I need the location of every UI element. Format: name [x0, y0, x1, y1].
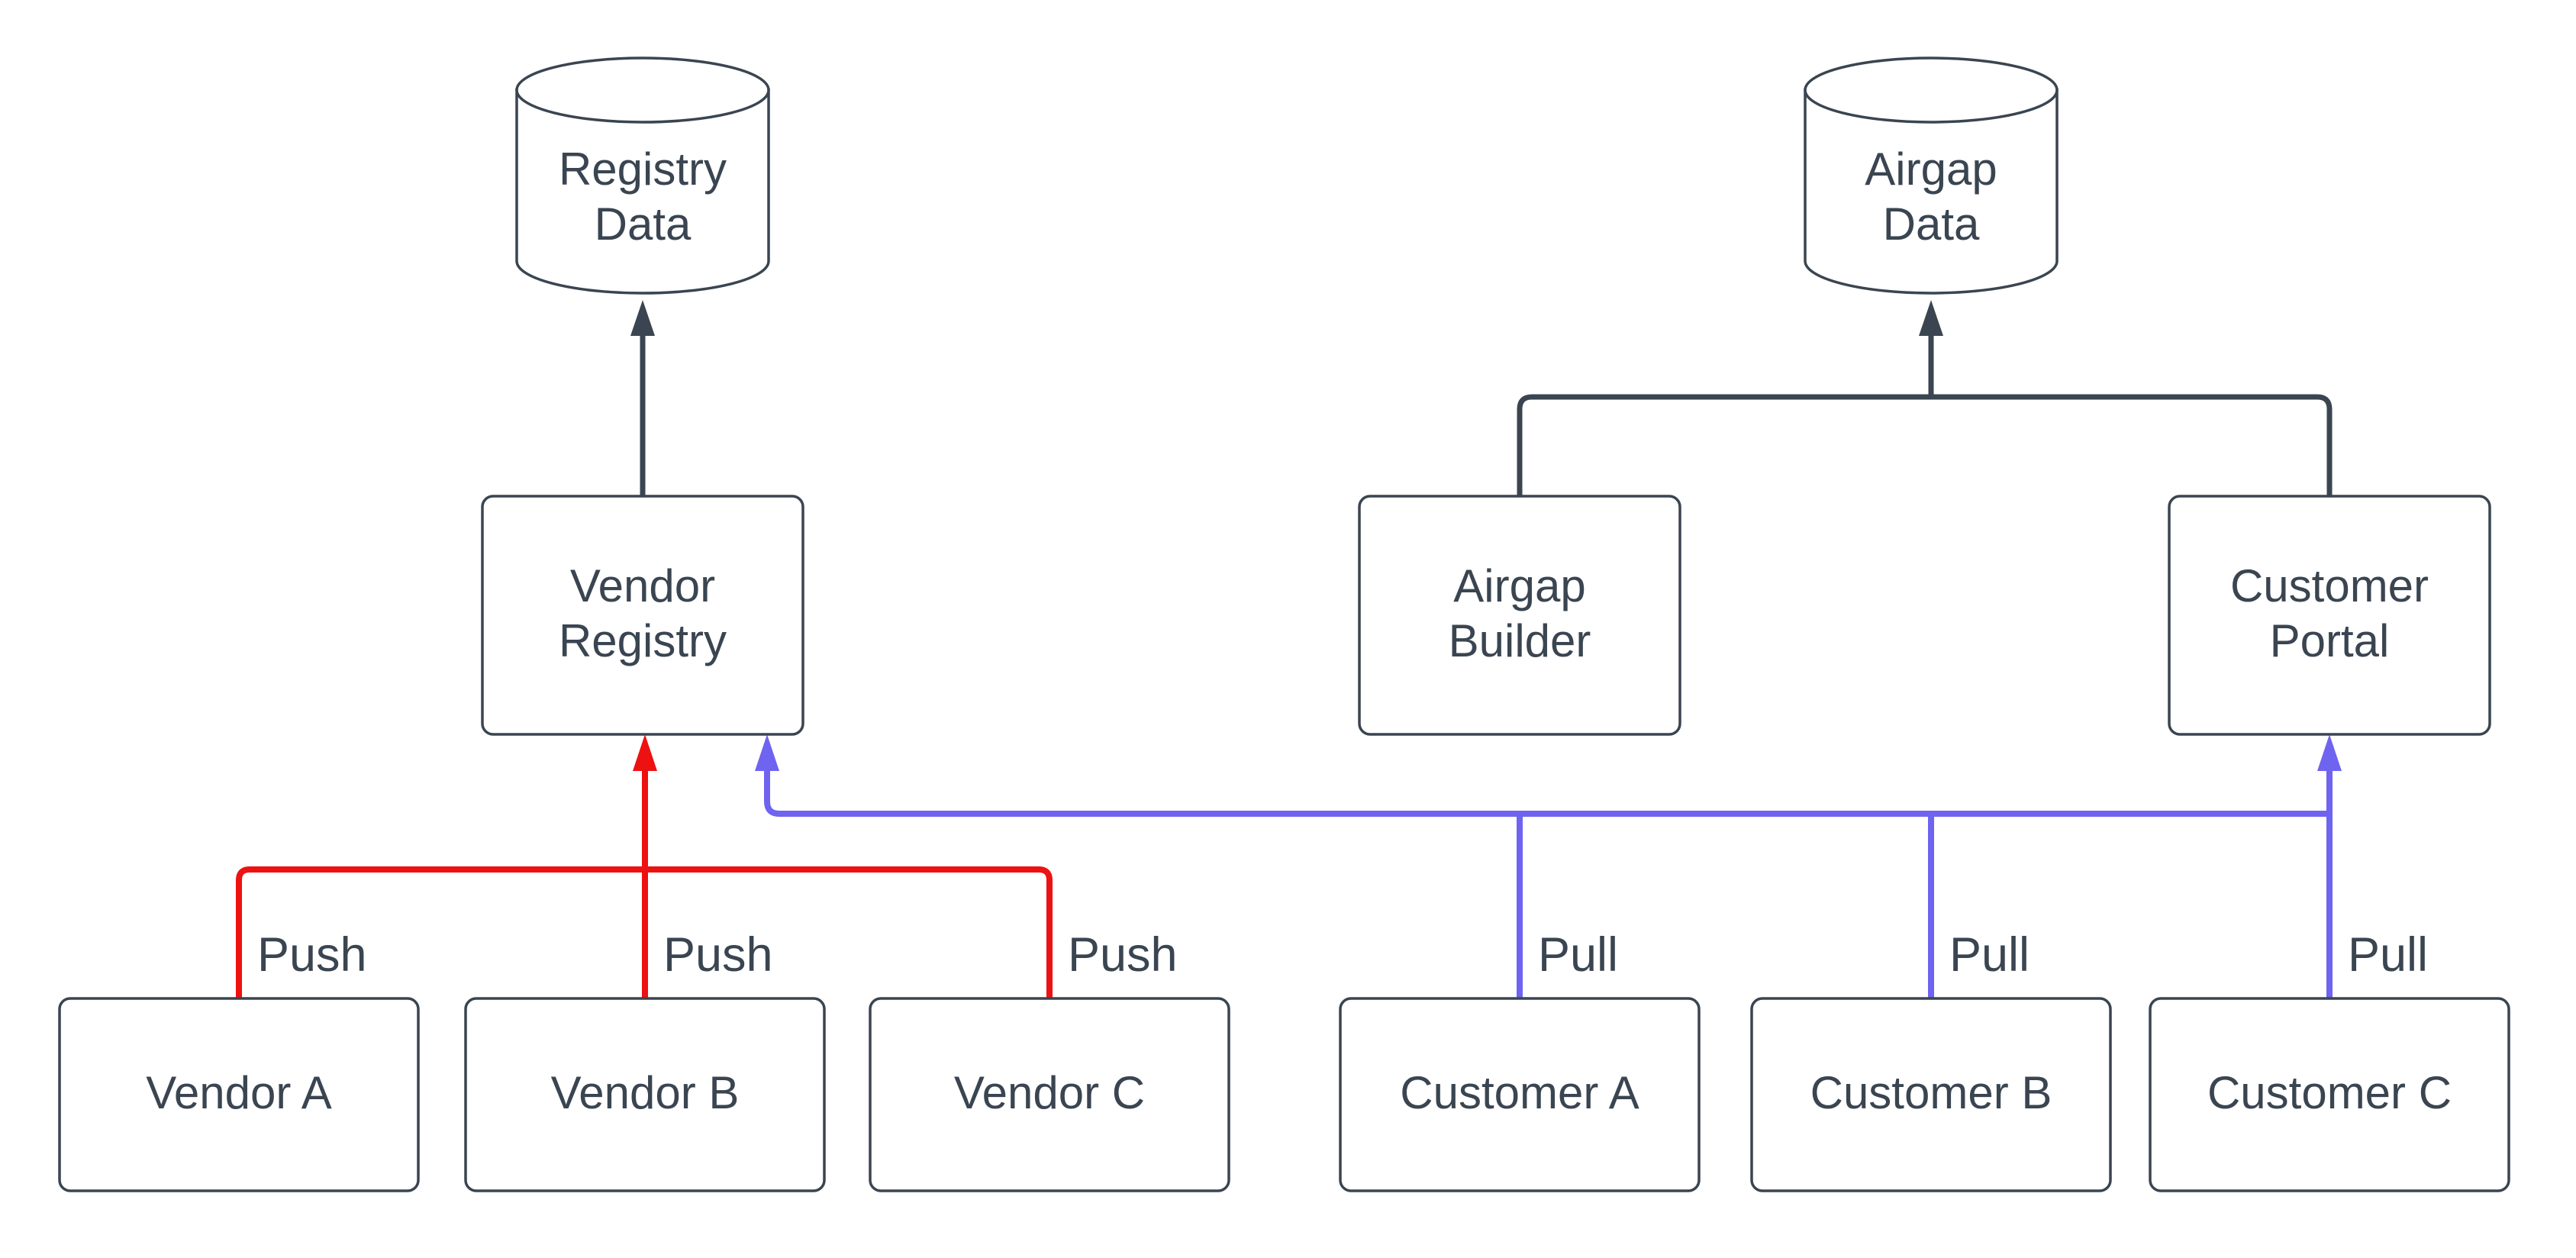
vendor-a-box [58, 997, 420, 1192]
registry-data-label-line2: Data [595, 198, 692, 250]
cylinder-airgap-data: Airgap Data [1804, 56, 2059, 295]
vendor-c-box [869, 997, 1230, 1192]
customer-c-label: Customer C [2207, 1067, 2452, 1118]
customer-a-label: Customer A [1400, 1067, 1639, 1118]
airgap-builder-label-line1: Airgap [1453, 560, 1585, 611]
push-label-vendor-b: Push [663, 928, 773, 982]
edge-airgap-builder-customer-portal-trunk [1517, 394, 2333, 498]
customer-portal-label-line2: Portal [2270, 615, 2390, 666]
airgap-data-label-line2: Data [1883, 198, 1980, 250]
edge-labels-layer: Push Push Push Pull Pull Pull [257, 928, 2428, 982]
node-vendor-a: Vendor A [58, 997, 420, 1192]
customer-a-box [1339, 997, 1701, 1192]
pull-label-customer-b: Pull [1949, 928, 2030, 982]
arrowhead-pull-vendor-registry [755, 734, 779, 771]
pull-label-customer-c: Pull [2348, 928, 2428, 982]
push-label-vendor-c: Push [1068, 928, 1178, 982]
arrowhead-push-vendor-registry [633, 734, 657, 771]
airgap-data-top [1804, 56, 2059, 124]
vendor-registry-label-line1: Vendor [570, 560, 715, 611]
arrowhead-registry-data [630, 300, 655, 336]
node-airgap-builder: Airgap Builder [1358, 495, 1681, 736]
customer-b-label: Customer B [1810, 1067, 2052, 1118]
registry-data-label-line1: Registry [559, 144, 727, 195]
node-vendor-c: Vendor C [869, 997, 1230, 1192]
vendor-a-label: Vendor A [146, 1067, 332, 1118]
customer-portal-label-line1: Customer [2230, 560, 2429, 611]
edge-pull-trunk [764, 769, 2329, 817]
node-vendor-b: Vendor B [464, 997, 826, 1192]
arrowhead-pull-customer-portal [2317, 734, 2342, 771]
node-customer-a: Customer A [1339, 997, 1701, 1192]
pull-label-customer-a: Pull [1538, 928, 1618, 982]
vendor-registry-box [481, 495, 804, 736]
registry-data-top [515, 56, 770, 124]
airgap-builder-label-line2: Builder [1449, 615, 1591, 666]
airgap-data-body [1804, 89, 2059, 295]
vendor-b-box [464, 997, 826, 1192]
cylinder-registry-data: Registry Data [515, 56, 770, 295]
customer-b-box [1750, 997, 2112, 1192]
push-label-vendor-a: Push [257, 928, 367, 982]
vendor-registry-label-line2: Registry [559, 615, 727, 666]
node-customer-portal: Customer Portal [2168, 495, 2491, 736]
arrowhead-airgap-data [1919, 300, 1943, 336]
vendor-c-label: Vendor C [954, 1067, 1145, 1118]
airgap-data-label-line1: Airgap [1865, 144, 1997, 195]
node-customer-b: Customer B [1750, 997, 2112, 1192]
node-customer-c: Customer C [2149, 997, 2510, 1192]
node-vendor-registry: Vendor Registry [481, 495, 804, 736]
airgap-builder-box [1358, 495, 1681, 736]
vendor-b-label: Vendor B [551, 1067, 740, 1118]
edges-layer [236, 300, 2342, 998]
customer-c-box [2149, 997, 2510, 1192]
customer-portal-box [2168, 495, 2491, 736]
registry-data-body [515, 89, 770, 295]
